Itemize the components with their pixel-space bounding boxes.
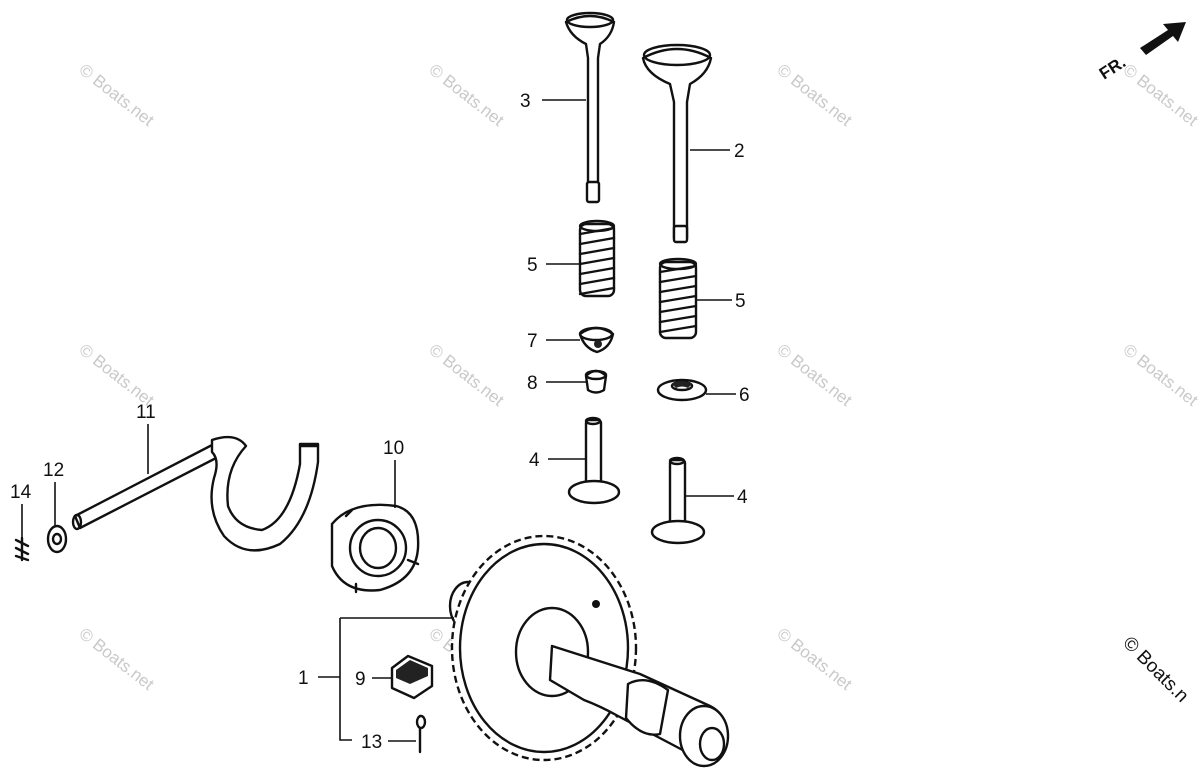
valve-spring-left <box>578 219 616 298</box>
callout-label: 10 <box>383 438 404 459</box>
watermark: © Boats.net <box>1120 60 1200 130</box>
valve-left <box>564 11 616 204</box>
watermark: © Boats.net <box>426 60 508 130</box>
valve-right <box>641 43 713 244</box>
spring-retainer-7 <box>578 326 615 354</box>
valve-spring-right <box>658 257 698 340</box>
callout-label: 11 <box>136 402 156 423</box>
callout-label: 5 <box>527 255 538 276</box>
front-arrow-icon <box>1140 22 1186 55</box>
valve-cap-8 <box>584 369 608 394</box>
pin-14 <box>14 536 30 562</box>
tappet-left <box>567 416 621 505</box>
governor-shaft <box>71 435 320 552</box>
callout-label: 13 <box>361 732 382 753</box>
washer-12 <box>46 524 68 554</box>
callout-labels: 3 2 5 5 7 8 6 4 4 11 12 14 10 1 9 13 <box>10 91 750 753</box>
watermark: © Boats.net <box>426 340 508 410</box>
weight-9 <box>390 654 434 700</box>
watermark: © Boats.net <box>774 340 856 410</box>
callout-label: 4 <box>529 450 540 471</box>
corner-watermark: © Boats.n <box>1118 633 1192 707</box>
leader-lines <box>21 99 736 742</box>
callout-label: 14 <box>10 482 32 503</box>
camshaft-gear <box>448 534 730 768</box>
callout-label: 12 <box>43 460 64 481</box>
watermark: © Boats.net <box>774 60 856 130</box>
spring-retainer-6 <box>656 378 708 402</box>
callout-label: 1 <box>298 668 309 689</box>
callout-label: 9 <box>355 669 366 690</box>
watermark: © Boats.net <box>1120 340 1200 410</box>
watermark: © Boats.net <box>76 340 158 410</box>
watermark: © Boats.net <box>76 60 158 130</box>
callout-label: 2 <box>734 141 745 162</box>
callout-label: 8 <box>527 373 538 394</box>
watermark: © Boats.net <box>76 624 158 694</box>
callout-label: 7 <box>527 331 538 352</box>
pin-13 <box>415 714 427 754</box>
callout-label: 4 <box>737 487 748 508</box>
callout-label: 6 <box>739 385 750 406</box>
callout-label: 5 <box>735 291 746 312</box>
tappet-right <box>650 456 706 545</box>
callout-label: 3 <box>520 91 531 112</box>
ring-10 <box>330 503 420 594</box>
watermark-layer: © Boats.net © Boats.net © Boats.net © Bo… <box>76 60 1200 707</box>
watermark: © Boats.net <box>774 624 856 694</box>
